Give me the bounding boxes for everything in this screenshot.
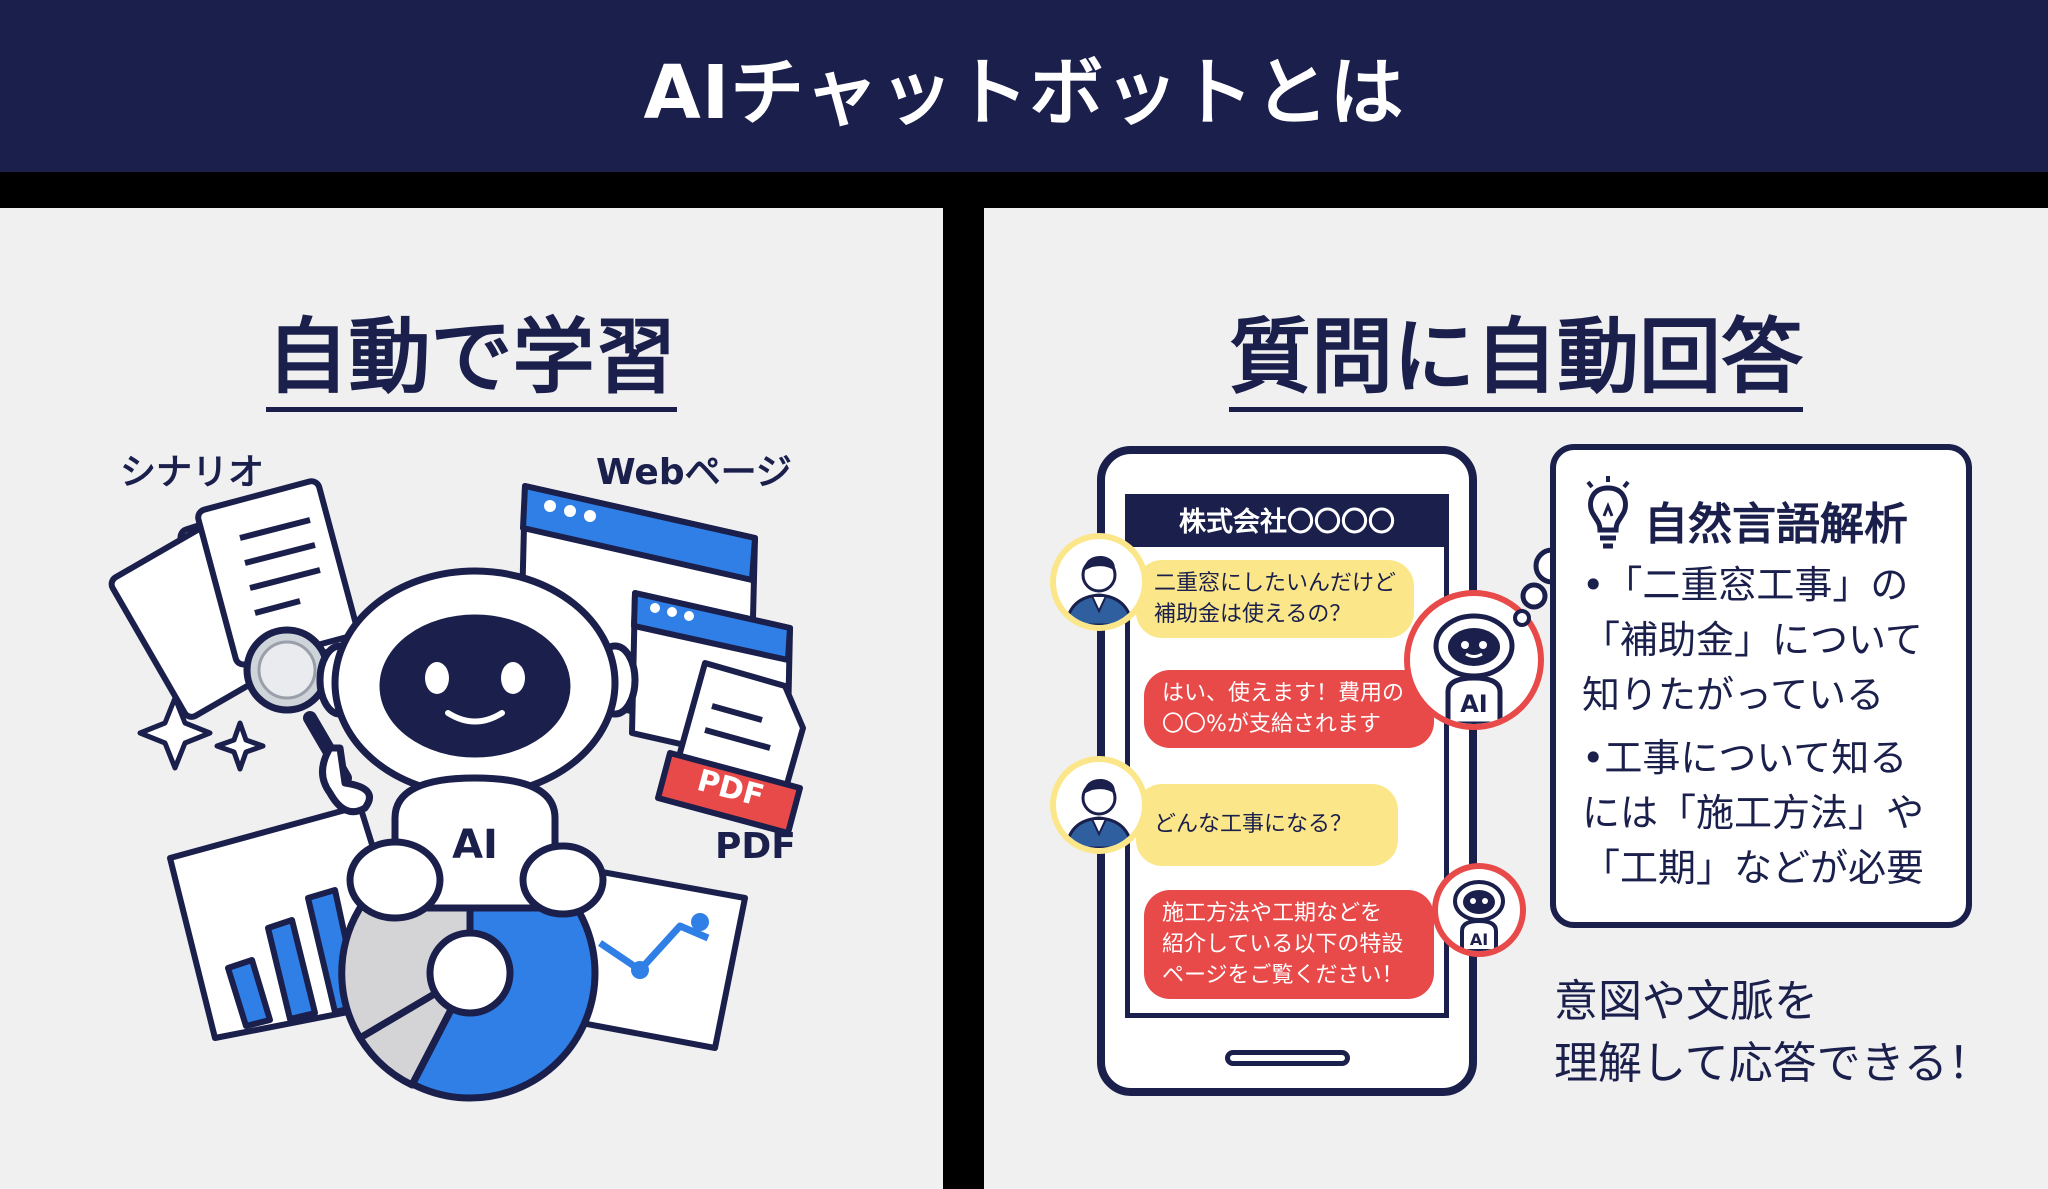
nlp-point-1: •「二重窓工事」の 「補助金」について 知りたがっている: [1582, 563, 1923, 717]
learning-illustration: PDF: [108, 478, 806, 1102]
home-button: [1225, 1050, 1350, 1066]
label-scenario: シナリオ: [120, 452, 265, 493]
user-avatar-icon: [1050, 533, 1148, 631]
bot-avatar-icon: AI: [1432, 863, 1526, 957]
nlp-points: •「二重窓工事」の 「補助金」について 知りたがっている •工事について知る に…: [1582, 558, 1950, 904]
ai-robot-icon: AI: [316, 567, 639, 922]
lightbulb-icon: [1586, 476, 1630, 549]
panel-title-answer: 質問に自動回答: [1228, 310, 1803, 412]
panel-title-learning: 自動で学習: [266, 310, 677, 412]
sparkle-icon: [137, 695, 266, 772]
chat-bubble-bot: 施工方法や工期などを 紹介している以下の特設 ページをご覧ください！: [1144, 890, 1434, 999]
header-banner: AIチャットボットとは: [0, 0, 2048, 172]
panel-auto-answer: 質問に自動回答 株式会社〇〇〇〇 二重窓にしたいんだけど 補助金は使えるの？ は…: [984, 208, 2048, 1189]
label-webpage: Webページ: [596, 452, 792, 493]
chat-bubble-user: どんな工事になる？: [1136, 784, 1398, 866]
panel-auto-learning: 自動で学習 シナリオ Webページ PDF: [0, 208, 943, 1189]
pdf-document-icon: PDF: [655, 660, 806, 836]
nlp-title: 自然言語解析: [1644, 499, 1908, 550]
page-title: AIチャットボットとは: [643, 49, 1405, 136]
nlp-analysis-box: 自然言語解析 •「二重窓工事」の 「補助金」について 知りたがっている •工事に…: [1550, 444, 1972, 928]
answer-caption: 意図や文脈を 理解して応答できる！: [1554, 976, 1992, 1089]
svg-text:AI: AI: [1470, 930, 1488, 949]
robot-ai-badge: AI: [452, 822, 498, 868]
chat-bubble-bot: はい、使えます！費用の 〇〇%が支給されます: [1144, 670, 1434, 748]
nlp-point-2: •工事について知る には「施工方法」や 「工期」などが必要: [1582, 736, 1925, 890]
line-chart-icon: [552, 865, 748, 1051]
svg-text:AI: AI: [1460, 690, 1488, 718]
company-name-bar: 株式会社〇〇〇〇: [1130, 499, 1444, 547]
user-avatar-icon: [1050, 756, 1148, 854]
chat-bubble-user: 二重窓にしたいんだけど 補助金は使えるの？: [1136, 560, 1415, 638]
